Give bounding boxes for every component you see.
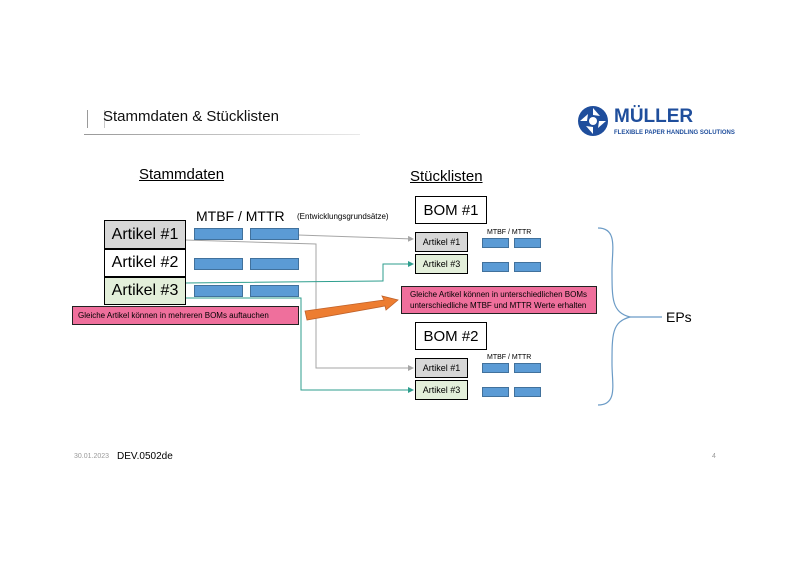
title-underline (84, 134, 360, 135)
mtbf-box-row2-b (250, 258, 299, 270)
right-note: Gleiche Artikel können in unterschiedlic… (401, 286, 597, 314)
bom1-mtbf-box-1a (482, 238, 509, 248)
page-number: 4 (712, 453, 716, 460)
article-2-box: Artikel #2 (104, 249, 186, 277)
bom1-article-3: Artikel #3 (415, 254, 468, 274)
mtbf-box-row2-a (194, 258, 243, 270)
bom2-article-3: Artikel #3 (415, 380, 468, 400)
bom2-mtbf-label: MTBF / MTTR (487, 354, 532, 361)
logo-mark-icon (578, 106, 608, 136)
eps-brace (597, 227, 633, 406)
bom1-title: BOM #1 (415, 196, 487, 224)
page-title: Stammdaten & Stücklisten (103, 108, 279, 125)
bom1-mtbf-box-3a (482, 262, 509, 272)
connector-art3-bom2 (185, 297, 414, 393)
article-1-box: Artikel #1 (104, 220, 186, 249)
bom1-mtbf-box-3b (514, 262, 541, 272)
right-note-line-2: unterschiedliche MTBF und MTTR Werte erh… (410, 301, 587, 310)
footer-date: 30.01.2023 (74, 453, 110, 460)
mtbf-box-row1-b (250, 228, 299, 240)
bom1-article-1: Artikel #1 (415, 232, 468, 252)
connector-art3-bom1 (184, 261, 414, 284)
bom2-mtbf-box-3a (482, 387, 509, 397)
mtbf-box-row3-a (194, 285, 243, 297)
bom2-article-1: Artikel #1 (415, 358, 468, 378)
bom2-mtbf-box-3b (514, 387, 541, 397)
stuecklisten-heading: Stücklisten (410, 168, 483, 185)
mtbf-mttr-label: MTBF / MTTR (196, 208, 285, 224)
stammdaten-heading: Stammdaten (139, 166, 225, 183)
mtbf-box-row3-b (250, 285, 299, 297)
bom2-title: BOM #2 (415, 322, 487, 350)
mtbf-note: (Entwicklungsgrundsätze) (297, 212, 389, 221)
article-3-box: Artikel #3 (104, 277, 186, 305)
title-marker (87, 110, 105, 128)
right-note-line-1: Gleiche Artikel können in unterschiedlic… (410, 290, 587, 299)
footer-code: DEV.0502de (117, 451, 173, 462)
connector-art1-bom2 (184, 239, 414, 371)
bom2-mtbf-box-1a (482, 363, 509, 373)
orange-arrow (304, 295, 399, 321)
logo-brand: MÜLLER (614, 106, 694, 127)
mtbf-box-row1-a (194, 228, 243, 240)
company-logo: MÜLLER FLEXIBLE PAPER HANDLING SOLUTIONS (576, 104, 735, 142)
left-note: Gleiche Artikel können in mehreren BOMs … (72, 306, 299, 325)
eps-label: EPs (666, 309, 692, 325)
bom1-mtbf-label: MTBF / MTTR (487, 229, 532, 236)
bom1-mtbf-box-1b (514, 238, 541, 248)
bom2-mtbf-box-1b (514, 363, 541, 373)
connector-art1-bom1 (297, 234, 414, 242)
logo-tagline: FLEXIBLE PAPER HANDLING SOLUTIONS (614, 130, 735, 136)
